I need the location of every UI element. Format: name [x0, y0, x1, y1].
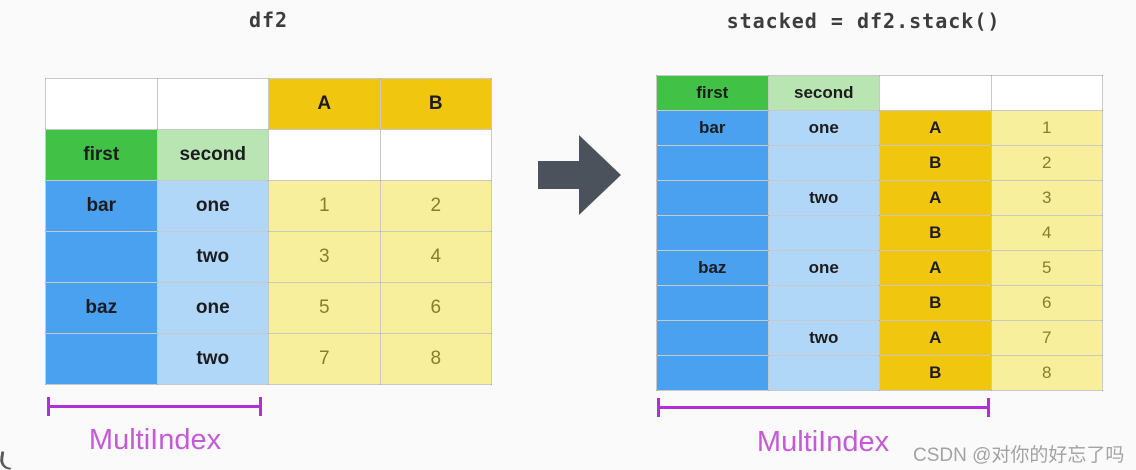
table-cell: [379, 129, 492, 181]
table-cell: bar: [656, 110, 769, 146]
table-cell: 3: [268, 231, 381, 283]
multiindex-bracket-right: [657, 398, 990, 417]
table-cell: 7: [268, 333, 381, 385]
table-cell: [767, 215, 880, 251]
table-cell: [268, 129, 381, 181]
table-cell: 3: [990, 180, 1103, 216]
table-cell: A: [879, 320, 992, 356]
table-cell: two: [767, 320, 880, 356]
corner-artifact: [0, 451, 14, 470]
table-cell: [45, 231, 158, 283]
table-cell: one: [156, 282, 269, 334]
table-cell: [45, 78, 158, 130]
table-cell: 1: [990, 110, 1103, 146]
table-cell: baz: [45, 282, 158, 334]
table-cell: two: [767, 180, 880, 216]
table-cell: 4: [990, 215, 1103, 251]
csdn-watermark: CSDN @对你的好忘了吗: [913, 445, 1125, 466]
table-cell: [767, 285, 880, 321]
bracket-line: [47, 405, 262, 408]
bracket-tick: [987, 398, 990, 417]
table-cell: one: [767, 110, 880, 146]
multiindex-label-left: MultiIndex: [88, 424, 222, 456]
table-cell: second: [767, 75, 880, 111]
table-cell: B: [879, 215, 992, 251]
table-cell: [45, 333, 158, 385]
table-cell: 8: [990, 355, 1103, 391]
table-cell: [656, 320, 769, 356]
table-cell: 6: [990, 285, 1103, 321]
table-cell: 5: [268, 282, 381, 334]
table-cell: 8: [379, 333, 492, 385]
table-cell: [879, 75, 992, 111]
bracket-tick: [47, 397, 50, 416]
right-arrow-glyph: [538, 135, 621, 215]
table-cell: [990, 75, 1103, 111]
right-table-title: stacked = df2.stack(): [726, 9, 1001, 33]
table-cell: 4: [379, 231, 492, 283]
table-cell: one: [767, 250, 880, 286]
bracket-line: [657, 406, 990, 409]
bracket-tick: [657, 398, 660, 417]
table-cell: [656, 145, 769, 181]
table-cell: A: [879, 180, 992, 216]
table-cell: [656, 180, 769, 216]
table-cell: [767, 145, 880, 181]
table-cell: B: [879, 285, 992, 321]
table-cell: A: [879, 250, 992, 286]
table-cell: first: [45, 129, 158, 181]
table-cell: A: [879, 110, 992, 146]
table-cell: baz: [656, 250, 769, 286]
table-cell: A: [268, 78, 381, 130]
table-cell: [656, 215, 769, 251]
table-cell: [767, 355, 880, 391]
table-cell: [656, 285, 769, 321]
table-cell: first: [656, 75, 769, 111]
table-cell: B: [879, 145, 992, 181]
table-cell: 7: [990, 320, 1103, 356]
table-cell: one: [156, 180, 269, 232]
multiindex-bracket-left: [47, 397, 262, 416]
table-cell: [656, 355, 769, 391]
table-cell: 1: [268, 180, 381, 232]
multiindex-label-right: MultiIndex: [756, 426, 890, 458]
table-cell: 2: [990, 145, 1103, 181]
table-cell: two: [156, 231, 269, 283]
table-cell: 6: [379, 282, 492, 334]
table-cell: [156, 78, 269, 130]
table-cell: bar: [45, 180, 158, 232]
table-cell: two: [156, 333, 269, 385]
table-cell: B: [879, 355, 992, 391]
table-cell: second: [156, 129, 269, 181]
table-cell: B: [379, 78, 492, 130]
right-arrow-icon: [538, 135, 622, 215]
left-table-title: df2: [248, 8, 289, 32]
bracket-tick: [259, 397, 262, 416]
table-cell: 5: [990, 250, 1103, 286]
table-cell: 2: [379, 180, 492, 232]
